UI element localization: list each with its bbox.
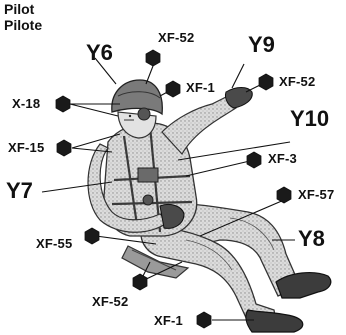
title-pilot: Pilot xyxy=(4,1,35,17)
leader-xf52-top xyxy=(145,65,154,85)
leader-xf3 xyxy=(185,159,255,177)
callout-y10: Y10 xyxy=(290,106,330,131)
head xyxy=(111,79,163,139)
ref-xf15: XF-15 xyxy=(8,140,45,155)
leader-xf57 xyxy=(199,199,285,237)
ref-xf52-bottom: XF-52 xyxy=(92,294,129,309)
swatch-xf55 xyxy=(84,227,100,245)
swatch-xf3 xyxy=(246,151,262,169)
leader-y9 xyxy=(231,63,245,89)
ref-xf1-helmet: XF-1 xyxy=(186,80,215,95)
ref-xf52-top: XF-52 xyxy=(158,30,195,45)
leader-xf55 xyxy=(95,235,157,245)
ref-xf3: XF-3 xyxy=(268,151,297,166)
ref-xf1-boot: XF-1 xyxy=(154,313,183,328)
leader-y6 xyxy=(94,57,117,85)
swatch-xf57 xyxy=(276,186,292,204)
swatch-xf52-top xyxy=(145,49,161,67)
ref-xf55: XF-55 xyxy=(36,236,73,251)
seat xyxy=(121,245,190,279)
right-arm xyxy=(161,87,253,156)
ref-x18: X-18 xyxy=(12,96,41,111)
callout-y7: Y7 xyxy=(6,178,33,203)
swatch-xf52-bottom xyxy=(132,273,148,291)
swatch-x18 xyxy=(55,95,71,113)
swatch-xf1-boot xyxy=(196,311,212,329)
callout-y8: Y8 xyxy=(298,226,325,251)
ref-xf57: XF-57 xyxy=(298,187,335,202)
callout-y9: Y9 xyxy=(248,32,275,57)
ref-xf52-right: XF-52 xyxy=(279,74,316,89)
swatch-xf15 xyxy=(56,139,72,157)
leader-x18 xyxy=(69,103,120,117)
swatch-xf1-helmet xyxy=(165,80,181,98)
title-pilote: Pilote xyxy=(4,17,43,33)
leader-y10 xyxy=(177,141,291,161)
leader-xf15 xyxy=(71,133,121,153)
swatch-xf52-right xyxy=(258,73,274,91)
callout-y6: Y6 xyxy=(86,40,113,65)
leader-y7 xyxy=(41,181,113,193)
boots xyxy=(245,272,332,333)
left-arm xyxy=(87,143,185,233)
